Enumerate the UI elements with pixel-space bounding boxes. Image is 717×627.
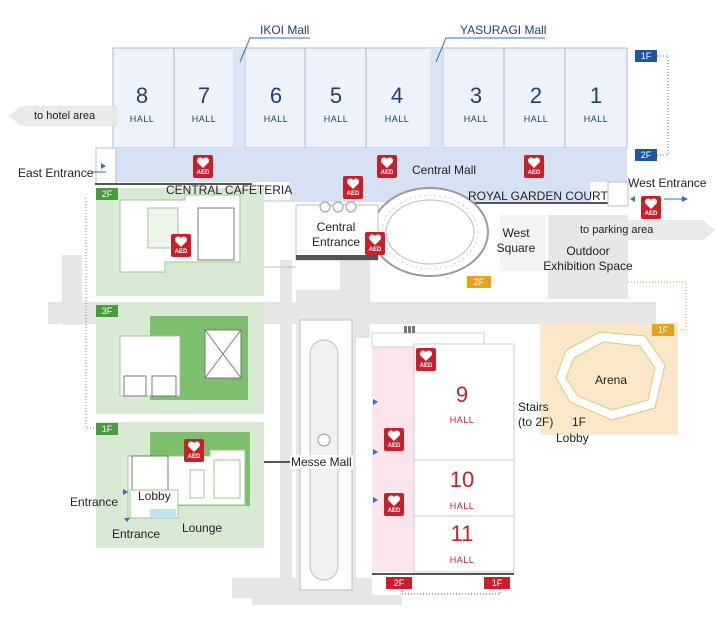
messe-floor-connector <box>401 588 501 595</box>
hall-3-word: HALL <box>464 114 489 124</box>
aed-icon[interactable]: AED <box>193 155 213 178</box>
aed-icon[interactable]: AED <box>343 176 363 199</box>
hotel-lobby-label: Lobby <box>138 489 171 503</box>
top-halls-block <box>112 47 628 149</box>
lounge-label: Lounge <box>182 521 223 535</box>
floor-badge-messe-1f: 1F <box>484 577 510 589</box>
hall-5-word: HALL <box>324 114 349 124</box>
to-hotel-area-label[interactable]: to hotel area <box>20 106 118 126</box>
arena-panel <box>540 323 678 435</box>
floor-badge-hotel-1f: 1F <box>96 423 118 435</box>
hall-4-word: HALL <box>385 114 410 124</box>
outdoor-exhibition-label-1: Outdoor <box>566 244 610 258</box>
aed-icon[interactable]: AED <box>416 348 436 371</box>
hall-6-word: HALL <box>264 114 289 124</box>
hall-8-word: HALL <box>130 114 155 124</box>
hall-6-number: 6 <box>270 83 282 108</box>
west-square <box>500 215 546 271</box>
royal-garden-court-label: ROYAL GARDEN COURT <box>468 189 608 203</box>
floor-badge-hotel-2f: 2F <box>96 188 118 200</box>
hall-11-number: 11 <box>451 521 474 546</box>
messe-mall-label: Messe Mall <box>290 455 353 469</box>
central-entrance-floor <box>296 255 378 260</box>
entrance-markers <box>101 163 635 522</box>
central-entrance-area <box>295 204 379 261</box>
stairs-floor-label: 1F <box>572 415 587 429</box>
floor-badge-messe-2f: 2F <box>386 577 412 589</box>
top-hall-labels: 8 HALL 7 HALL 6 HALL 5 HALL 4 HALL 3 HAL… <box>130 83 609 124</box>
hall-7-number: 7 <box>198 83 210 108</box>
stairs-icon <box>404 326 415 333</box>
aed-icon[interactable]: AED <box>365 232 385 255</box>
west-entrance-pad <box>607 181 629 207</box>
hall-2-word: HALL <box>524 114 549 124</box>
stairs-label-1: Stairs <box>518 400 549 414</box>
to-parking-area-label[interactable]: to parking area <box>578 220 704 240</box>
west-entrance-label: West Entrance <box>628 176 707 190</box>
hall-1-number: 1 <box>590 83 602 108</box>
floor-badge-arena-1f: 1F <box>652 324 674 336</box>
floor-badge-garden-2f: 2F <box>467 276 491 288</box>
aed-icon[interactable]: AED <box>384 493 404 516</box>
aed-icon[interactable]: AED <box>171 234 191 257</box>
floor-badge-hotel-3f: 3F <box>96 305 118 317</box>
hall-1-word: HALL <box>584 114 609 124</box>
top-floor-connector <box>657 55 669 156</box>
to-parking-arrowhead <box>703 220 715 240</box>
hall-9-word: HALL <box>450 415 475 425</box>
aed-icon[interactable]: AED <box>184 439 204 462</box>
ikoi-mall-label: IKOI Mall <box>260 23 309 37</box>
central-entrance-kiosks <box>319 201 357 213</box>
yasuragi-mall-label: YASURAGI Mall <box>460 23 546 37</box>
stairs-label-2: (to 2F) <box>518 415 554 429</box>
to-hotel-arrowhead <box>8 106 22 126</box>
central-entrance-label-1: Central <box>316 220 356 234</box>
central-dome <box>371 187 489 277</box>
central-mall-label: Central Mall <box>412 163 477 177</box>
west-square-label-2: Square <box>496 241 536 255</box>
west-entrance-arrowhead <box>682 196 688 202</box>
aed-icon[interactable]: AED <box>641 196 661 219</box>
hall-11-word: HALL <box>450 555 475 565</box>
central-cafeteria-label: CENTRAL CAFETERIA <box>166 183 293 197</box>
arena-label: Arena <box>595 373 628 387</box>
mall-leaders <box>239 37 545 63</box>
floor-badge-top-1f: 1F <box>635 50 657 62</box>
hall-3-number: 3 <box>470 83 482 108</box>
floor-badge-top-2f: 2F <box>635 149 657 161</box>
hall-9-number: 9 <box>456 382 468 407</box>
west-square-label-1: West <box>502 226 530 240</box>
arena-lobby-label: Lobby <box>556 431 589 445</box>
hall-10-word: HALL <box>450 501 475 511</box>
right-halls-block: 9 HALL 10 HALL 11 HALL <box>371 332 515 575</box>
arena-floor-connector <box>628 281 687 331</box>
hall-2-number: 2 <box>530 83 542 108</box>
east-entrance-label: East Entrance <box>18 166 94 180</box>
entrance-bottom-label: Entrance <box>112 527 161 541</box>
hall-4-number: 4 <box>391 83 403 108</box>
hall-10-number: 10 <box>450 467 474 492</box>
hall-8-number: 8 <box>136 83 148 108</box>
hall-5-number: 5 <box>330 83 342 108</box>
entrance-left-label: Entrance <box>70 495 119 509</box>
aed-icon[interactable]: AED <box>384 428 404 451</box>
aed-icon[interactable]: AED <box>377 155 397 178</box>
central-mall-band <box>113 148 627 182</box>
aed-icon[interactable]: AED <box>524 155 544 178</box>
central-entrance-label-2: Entrance <box>311 235 361 249</box>
outdoor-exhibition-label-2: Exhibition Space <box>543 259 633 273</box>
hall-7-word: HALL <box>192 114 217 124</box>
